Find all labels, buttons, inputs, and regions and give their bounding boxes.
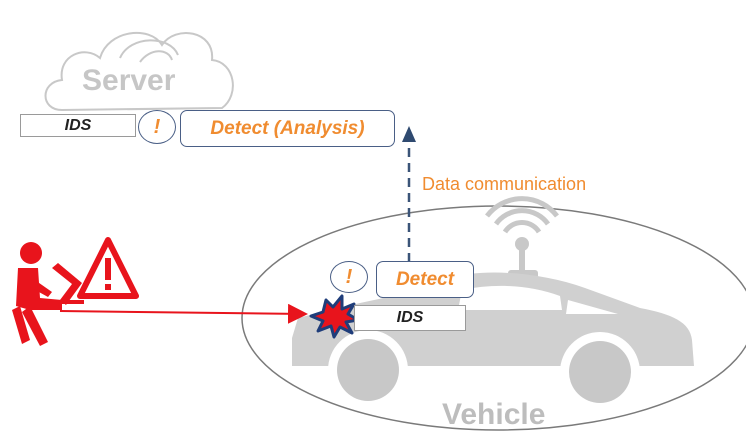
impact-burst-icon xyxy=(309,294,360,339)
data-link-arrowhead xyxy=(402,126,416,142)
warning-icon xyxy=(77,237,139,299)
vehicle-alert-icon: ! xyxy=(330,261,368,293)
vehicle-ids-box: IDS xyxy=(354,305,466,331)
cloud-icon xyxy=(44,31,234,112)
server-title: Server xyxy=(82,64,176,97)
server-ids-box: IDS xyxy=(20,114,136,137)
server-alert-icon: ! xyxy=(138,110,176,144)
vehicle-title: Vehicle xyxy=(442,398,546,431)
attacker-icon xyxy=(12,242,84,346)
server-detect-box: Detect (Analysis) xyxy=(180,110,395,147)
data-communication-label: Data communication xyxy=(422,174,587,194)
car-icon xyxy=(292,272,694,412)
attack-arrow xyxy=(59,303,308,324)
vehicle-detect-box: Detect xyxy=(376,261,474,298)
